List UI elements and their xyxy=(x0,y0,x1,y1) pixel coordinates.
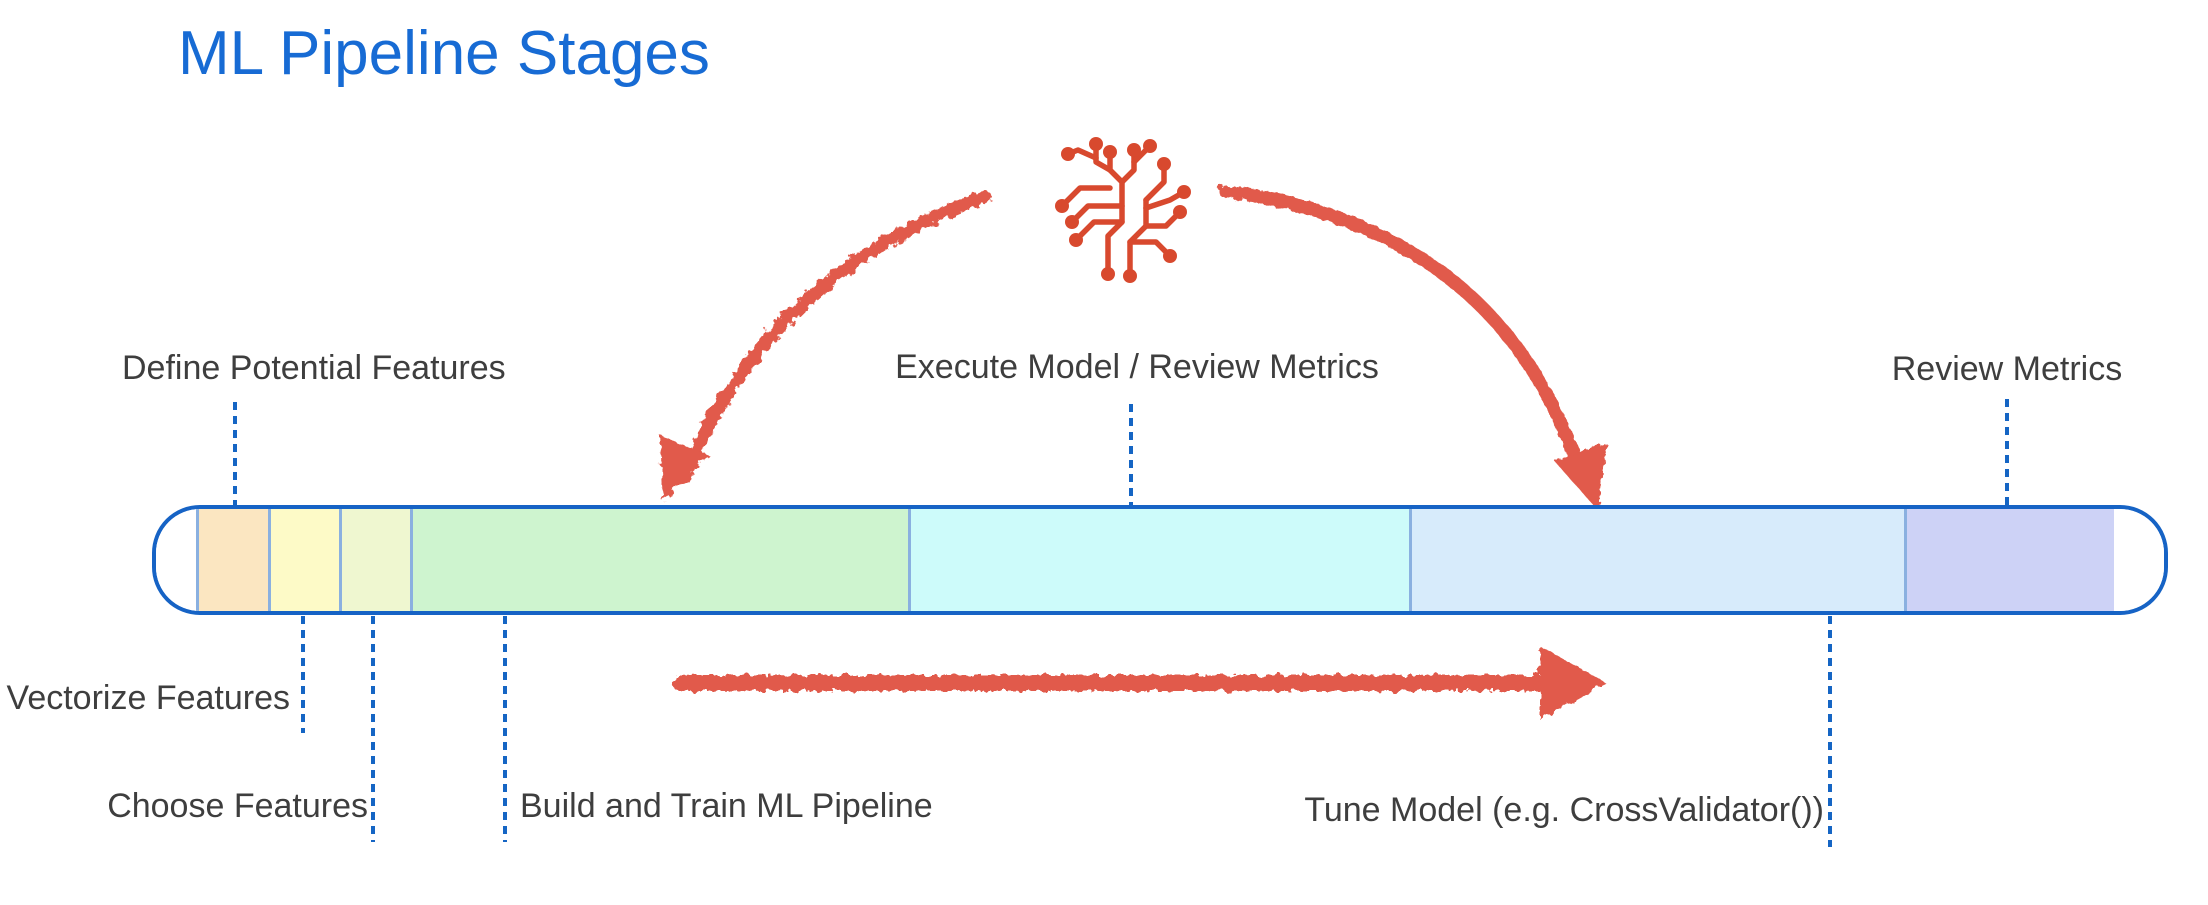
segment-choose-features xyxy=(339,509,410,611)
label-tune-model: Tune Model (e.g. CrossValidator()) xyxy=(1304,791,1824,829)
pipeline-bar xyxy=(152,505,2168,615)
segment-build-and-train-pipeline xyxy=(410,509,908,611)
leader-line-build xyxy=(503,616,507,842)
label-define-potential-features: Define Potential Features xyxy=(122,349,506,387)
segment-tune-model xyxy=(1409,509,1904,611)
segment-review-metrics xyxy=(1904,509,2114,611)
label-execute-model-review-metrics: Execute Model / Review Metrics xyxy=(895,348,1379,386)
circuit-brain-icon xyxy=(1055,137,1191,283)
curved-arrow-down-left-icon xyxy=(659,190,992,501)
label-build-and-train-ml-pipeline: Build and Train ML Pipeline xyxy=(520,787,933,825)
leader-line-choose xyxy=(371,616,375,842)
leader-line-define xyxy=(233,402,237,506)
segment-define-potential-features xyxy=(196,509,268,611)
segment-start-cap xyxy=(156,509,196,611)
page-title: ML Pipeline Stages xyxy=(178,19,710,88)
leader-line-review xyxy=(2005,399,2009,506)
label-vectorize-features: Vectorize Features xyxy=(6,679,290,717)
leader-line-tune xyxy=(1828,616,1832,847)
curved-arrow-down-right-icon xyxy=(1218,184,1607,511)
straight-arrow-right-icon xyxy=(672,646,1606,720)
segment-vectorize-features xyxy=(268,509,339,611)
segment-execute-model xyxy=(908,509,1409,611)
label-review-metrics: Review Metrics xyxy=(1891,350,2123,388)
leader-line-execute xyxy=(1129,404,1133,506)
segment-end-cap xyxy=(2114,509,2164,611)
label-choose-features: Choose Features xyxy=(107,787,368,825)
leader-line-vectorize xyxy=(301,616,305,733)
